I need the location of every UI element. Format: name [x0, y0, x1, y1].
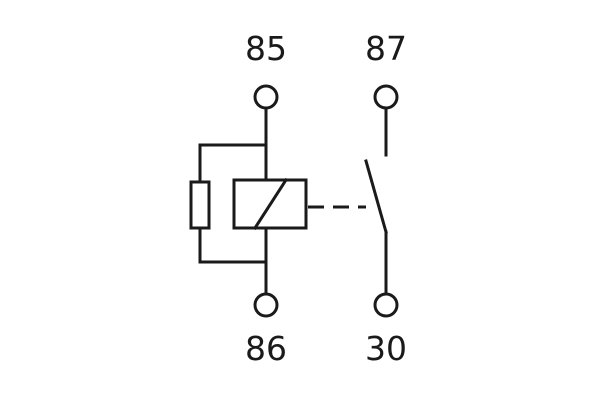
terminal-86 [253, 292, 279, 318]
terminal-label-87: 87 [365, 29, 407, 68]
switch-blade [364, 159, 388, 234]
resistor-symbol [189, 180, 211, 230]
wire-resistor-top [198, 143, 268, 184]
relay-coil [232, 178, 308, 230]
coil-diagonal [252, 177, 289, 231]
terminal-85 [253, 84, 279, 110]
terminal-30 [373, 292, 399, 318]
wire-resistor-bottom [198, 226, 268, 264]
terminal-87 [373, 84, 399, 110]
terminal-label-86: 86 [245, 329, 287, 368]
terminal-label-85: 85 [245, 29, 287, 68]
terminal-label-30: 30 [365, 329, 407, 368]
